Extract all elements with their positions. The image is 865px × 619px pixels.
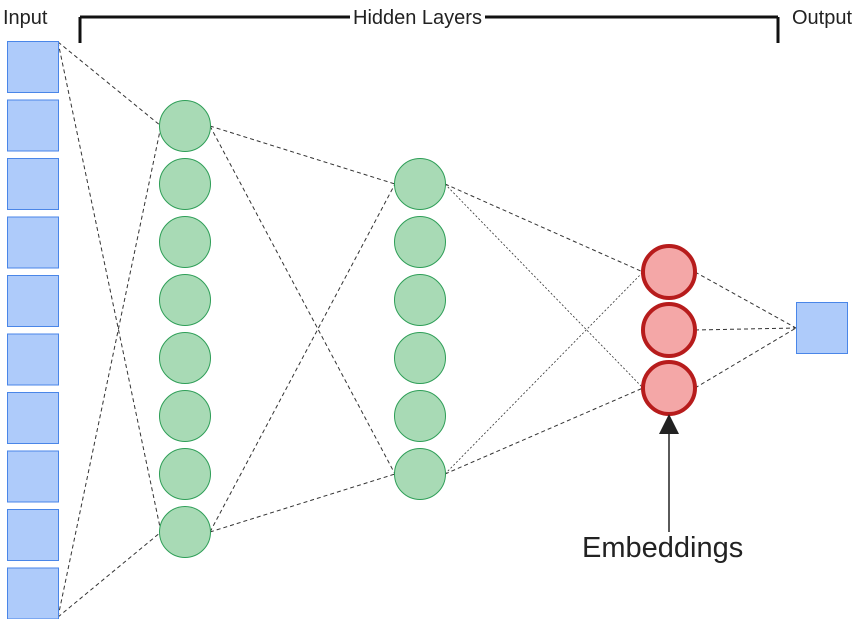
hidden-layer-1-node [159, 332, 211, 384]
hidden-layer-2-node [394, 390, 446, 442]
hidden-layer-1-node [159, 390, 211, 442]
connection-line [57, 531, 162, 618]
hidden-layer-2-node [394, 158, 446, 210]
input-node [7, 567, 59, 619]
connection-line [694, 327, 797, 331]
embedding-node [641, 244, 697, 300]
hidden-layer-1-node [159, 448, 211, 500]
input-node [7, 509, 59, 561]
input-node [7, 216, 59, 269]
input-node [7, 450, 59, 503]
input-node [7, 333, 59, 386]
connection-line [694, 271, 797, 329]
hidden-layer-1-node [159, 274, 211, 326]
embedding-node [641, 302, 697, 358]
connection-line [209, 473, 396, 533]
nodes-group [7, 41, 848, 619]
hidden-layer-2-node [394, 448, 446, 500]
connection-line [57, 125, 162, 618]
output-layer-label: Output [792, 7, 853, 29]
input-layer-label: Input [3, 7, 48, 29]
hidden-layer-2-node [394, 332, 446, 384]
connection-line [209, 125, 396, 185]
connection-line [209, 125, 396, 475]
hidden-layer-1-node [159, 100, 211, 152]
input-node [7, 275, 59, 327]
input-node [7, 392, 59, 444]
input-node [7, 158, 59, 210]
hidden-layer-1-node [159, 158, 211, 210]
connection-line [209, 183, 396, 533]
hidden-layer-1-node [159, 506, 211, 558]
hidden-layer-1-node [159, 216, 211, 268]
output-node [796, 302, 848, 354]
connection-line [444, 183, 644, 389]
input-node [7, 41, 59, 93]
connection-line [444, 271, 644, 475]
input-node [7, 99, 59, 152]
connection-line [694, 327, 797, 389]
embeddings-label: Embeddings [582, 532, 744, 564]
connection-line [57, 41, 162, 127]
connection-line [444, 183, 644, 273]
arrow-head [659, 414, 679, 434]
connection-line [57, 41, 162, 533]
hidden-layer-2-node [394, 216, 446, 268]
connections-group [57, 41, 797, 618]
hidden-layer-2-node [394, 274, 446, 326]
embeddings-arrow [659, 414, 679, 532]
connection-line [444, 387, 644, 475]
hidden-layers-label: Hidden Layers [350, 8, 485, 28]
embedding-node [641, 360, 697, 416]
